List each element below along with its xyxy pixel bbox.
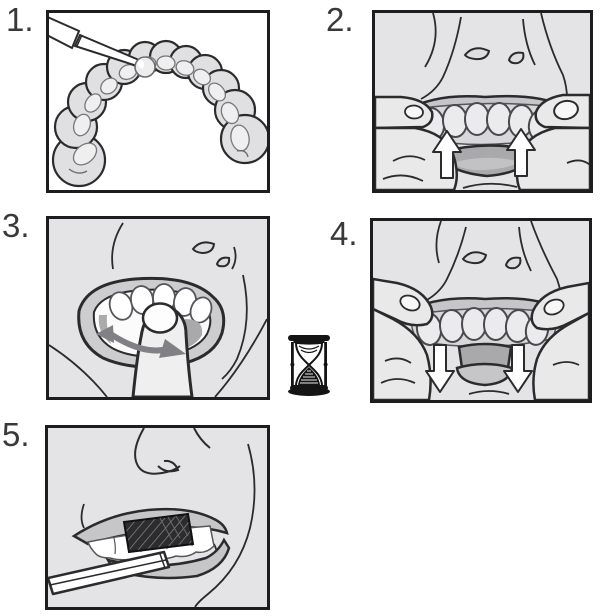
up-arrow-icon [432,128,536,179]
right-hand-icon [530,281,589,400]
gel-drop-icon [134,56,156,78]
step-4-panel [370,218,592,403]
left-hand-icon [373,277,434,400]
syringe-icon [49,16,141,68]
step-4-number: 4. [330,215,358,252]
right-hand-icon [515,93,590,190]
toothbrush-icon [48,512,195,596]
step-3-number: 3. [2,207,30,244]
step-1-panel [46,10,270,193]
syringe-apply-gel-to-tray-illustration [49,16,267,188]
step-5-panel [45,425,270,610]
press-tray-with-finger-illustration [49,222,267,397]
step-1-number: 1. [6,1,34,38]
sweep-arrow-icon [96,325,186,358]
step-2-number: 2. [326,1,354,38]
left-hand-icon [375,95,458,190]
nostrils-icon [463,47,525,65]
hourglass-icon [287,334,331,398]
remove-tray-illustration [373,221,589,400]
nostrils-icon [191,241,231,268]
step-5-number: 5. [2,416,30,453]
step-3-panel [46,216,270,400]
down-arrow-icon [425,344,533,393]
insert-tray-over-upper-teeth-illustration [375,13,590,190]
nostrils-icon [461,251,522,270]
brush-teeth-illustration [48,428,256,607]
step-2-panel [372,10,593,193]
